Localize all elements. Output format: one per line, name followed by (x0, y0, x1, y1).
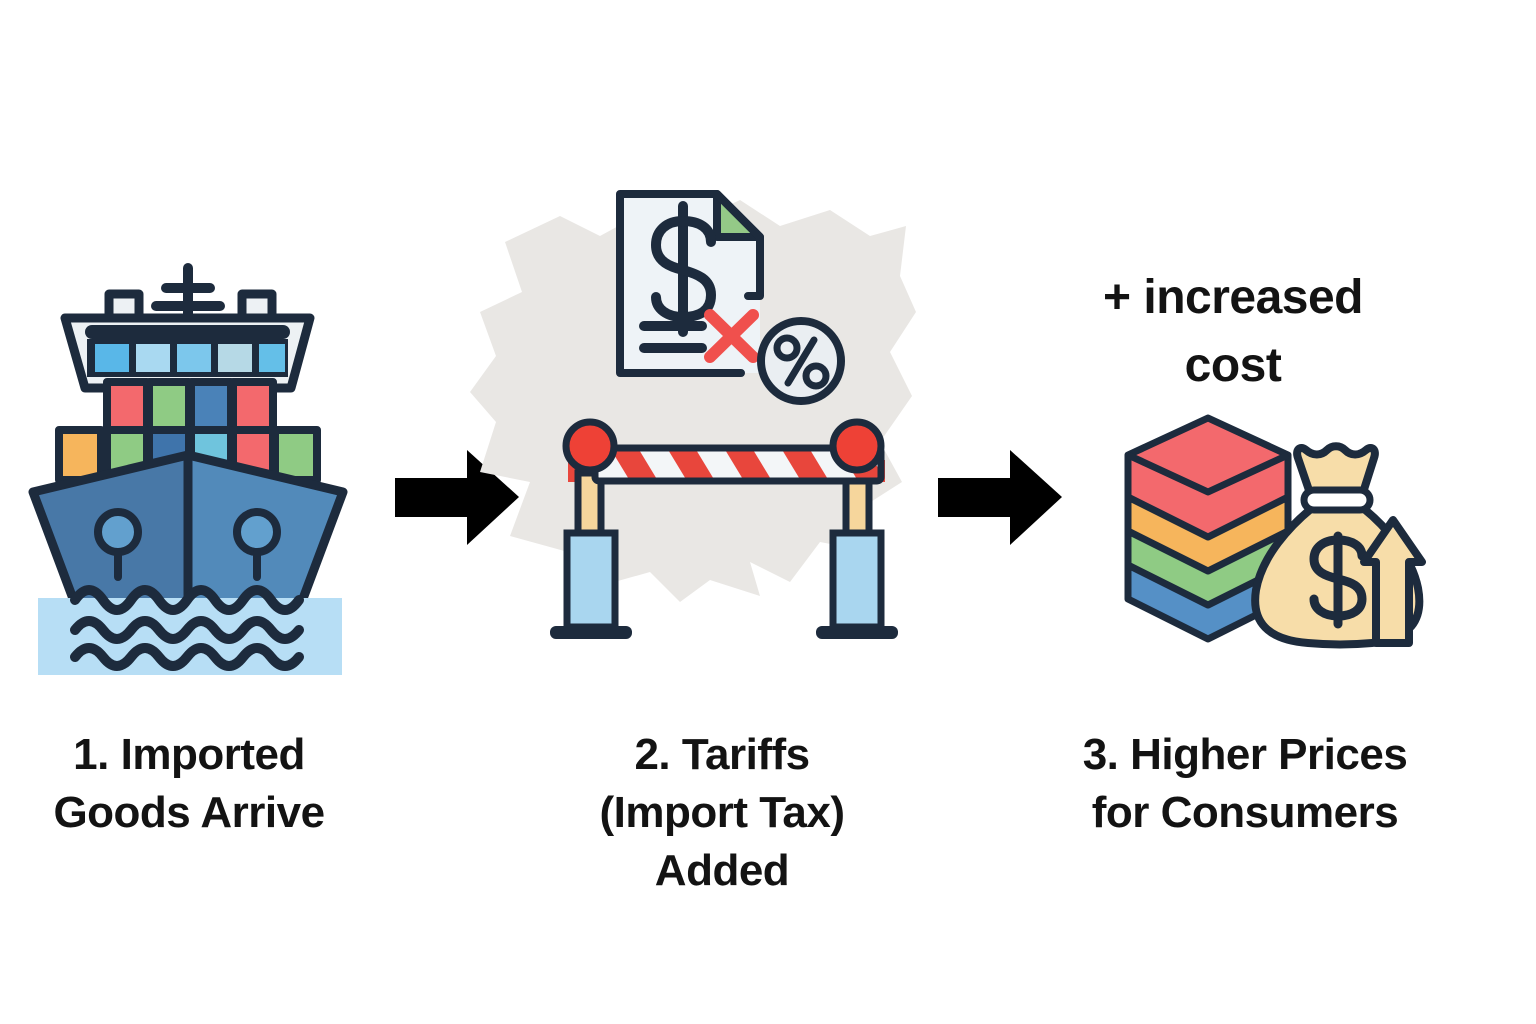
money-bag-collar (1300, 486, 1374, 514)
label-line: Added (654, 846, 790, 896)
barrier-foot-right (816, 626, 898, 639)
price-up-arrow (1360, 516, 1426, 647)
ship-bridge (60, 313, 315, 393)
red-x-mark (704, 309, 759, 363)
step-2-label: 2. Tariffs (Import Tax) Added (522, 726, 922, 900)
annotation-line: + increased (1103, 271, 1364, 324)
step-1-label: 1. Imported Goods Arrive (0, 726, 378, 842)
dollar-sign (650, 201, 717, 337)
goods-layer-stack (1124, 414, 1292, 643)
barrier-foot-left (550, 626, 632, 639)
label-line: Goods Arrive (53, 788, 325, 838)
money-bag-icon (1251, 442, 1426, 649)
percent-badge (757, 317, 845, 405)
tariff-barrier-icon (470, 190, 916, 639)
barrier-base-left (563, 529, 619, 631)
bag-dollar-sign (1309, 531, 1367, 629)
cargo-ship-icon (28, 263, 348, 675)
barrier-ball-right (829, 418, 885, 474)
ship-portholes (94, 508, 281, 581)
document-text-lines (639, 321, 707, 353)
barrier-base-right (829, 529, 885, 631)
higher-prices-icon (1124, 414, 1426, 649)
label-line: 3. Higher Prices (1082, 730, 1408, 779)
label-line: 2. Tariffs (634, 730, 810, 779)
label-line: for Consumers (1091, 788, 1399, 838)
road-barrier (550, 418, 898, 639)
bridge-windows (95, 344, 285, 372)
step-3-label: 3. Higher Prices for Consumers (1025, 726, 1465, 842)
barrier-ball-left (562, 418, 618, 474)
flow-arrow-2-icon (938, 450, 1062, 545)
right-arrow-icon (395, 450, 519, 545)
annotation-line: cost (1184, 339, 1282, 393)
right-arrow-icon (938, 450, 1062, 545)
water-waves (38, 585, 342, 675)
tariff-document (616, 190, 764, 377)
flow-arrow-1-icon (395, 450, 519, 545)
striped-bar (591, 444, 885, 485)
label-line: (Import Tax) (599, 788, 845, 838)
increased-cost-annotation: + increased cost (1033, 264, 1433, 400)
label-line: 1. Imported (73, 730, 305, 779)
container-row-upper (103, 378, 277, 436)
